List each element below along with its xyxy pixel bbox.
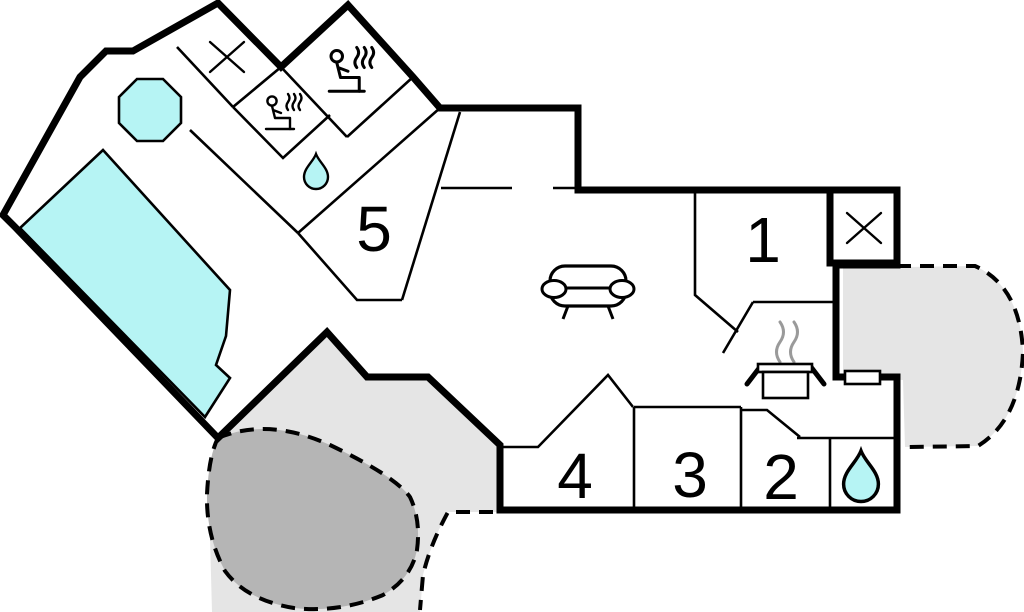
round-patio-dashed-edge xyxy=(204,427,421,612)
swimming-pool xyxy=(18,148,232,420)
sauna-person-icon xyxy=(264,92,303,131)
east-terrace xyxy=(843,264,1024,449)
cooking-pot-icon xyxy=(744,320,827,400)
sauna-person-icon xyxy=(327,46,376,93)
east-terrace-dashed-edge xyxy=(897,264,1024,449)
room-label-2: 2 xyxy=(763,441,799,513)
window-cross-icon xyxy=(208,40,246,74)
room-label-5: 5 xyxy=(356,193,392,265)
room-label-1: 1 xyxy=(745,204,781,276)
water-drop-icon xyxy=(841,449,881,504)
hot-tub-icon xyxy=(117,77,183,143)
window-cross-icon xyxy=(845,211,883,245)
interior-walls xyxy=(176,46,897,510)
water-drop-icon xyxy=(302,152,330,191)
skylight-box xyxy=(826,186,901,267)
round-patio xyxy=(204,427,421,612)
exterior-walls xyxy=(0,0,901,514)
south-terrace-dashed-edge xyxy=(418,510,493,611)
window-opening-icon xyxy=(843,369,882,386)
room-label-3: 3 xyxy=(672,439,708,511)
room-label-4: 4 xyxy=(557,440,593,512)
round-patio-fill xyxy=(206,429,419,610)
sofa-icon xyxy=(540,264,636,320)
room-1-door-leaf xyxy=(721,301,755,354)
